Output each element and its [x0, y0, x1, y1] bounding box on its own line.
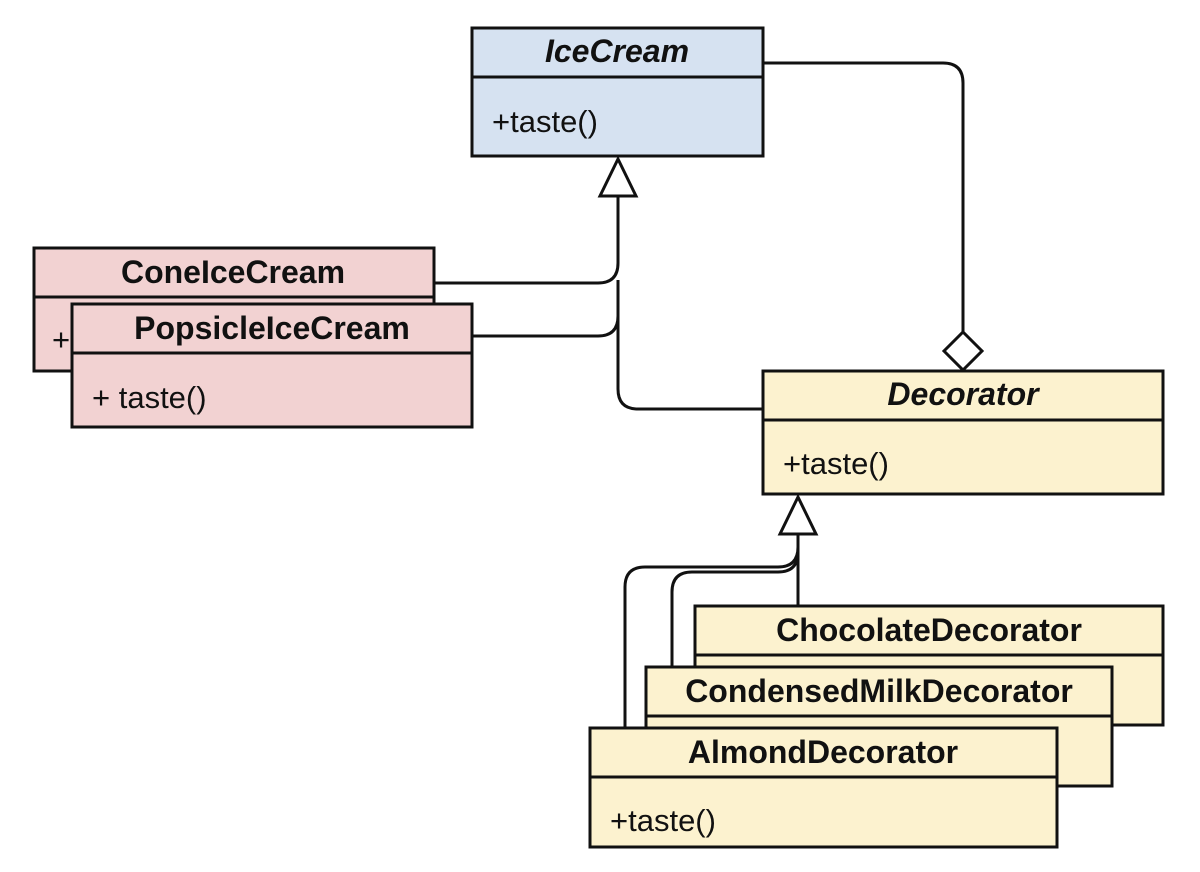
aggregation-line [763, 61, 965, 332]
almond-generalization-line [623, 546, 800, 728]
condensed-milk-decorator-title: CondensedMilkDecorator [685, 673, 1073, 709]
aggregation-diamond [941, 329, 985, 373]
almond-decorator-box [588, 726, 1059, 849]
decorator-method: +taste() [783, 446, 889, 481]
class-popsicle-ice-cream: PopsicleIceCream + taste() [70, 302, 474, 429]
popsicle-ice-cream-method: + taste() [92, 380, 207, 415]
popsicle-ice-cream-box [70, 302, 474, 429]
class-ice-cream: IceCream +taste() [470, 26, 765, 158]
ice-cream-box [470, 26, 765, 158]
ice-cream-title: IceCream [545, 33, 689, 69]
condensed-milk-generalization-line [670, 551, 800, 667]
cone-ice-cream-method-fragment: + [52, 322, 70, 357]
almond-decorator-method: +taste() [610, 803, 716, 838]
inheritance-to-ice-cream [434, 155, 763, 411]
popsicle-generalization-line [472, 280, 620, 338]
ice-cream-method: +taste() [492, 104, 598, 139]
cone-generalization-line [434, 196, 620, 285]
inheritance-to-decorator [623, 493, 819, 728]
aggregation-decorator-ice-cream [763, 61, 985, 373]
decorator-inheritance-arrowhead [777, 493, 819, 536]
decorator-generalization-line [616, 300, 763, 411]
ice-cream-inheritance-arrowhead [597, 155, 639, 198]
popsicle-ice-cream-title: PopsicleIceCream [134, 310, 410, 346]
cone-ice-cream-title: ConeIceCream [121, 254, 345, 290]
almond-decorator-title: AlmondDecorator [688, 734, 958, 770]
decorator-title: Decorator [887, 376, 1040, 412]
class-decorator: Decorator +taste() [761, 369, 1165, 496]
chocolate-decorator-title: ChocolateDecorator [776, 612, 1082, 648]
class-almond-decorator: AlmondDecorator +taste() [588, 726, 1059, 849]
